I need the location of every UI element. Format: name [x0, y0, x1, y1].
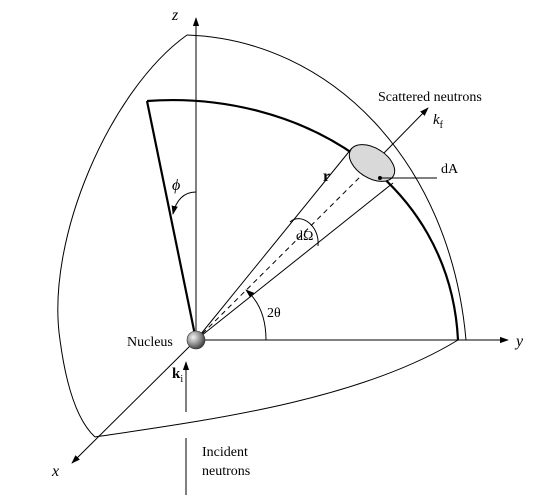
ki-label: ki	[172, 366, 183, 385]
r-label: r	[323, 168, 330, 185]
two-theta-label: 2θ	[267, 306, 281, 321]
phi-arc	[171, 191, 197, 215]
z-axis-label: z	[171, 7, 179, 24]
radius-dashed	[195, 164, 373, 341]
outer-sphere-arc	[186, 34, 467, 341]
plane-arc	[146, 99, 460, 341]
cone-lower	[195, 182, 394, 341]
scattered-neutrons-label: Scattered neutrons	[378, 90, 482, 105]
cone-upper	[195, 147, 353, 341]
incident-label-line1: Incident	[202, 445, 248, 460]
dOmega-arc	[289, 218, 319, 247]
incident-label-line2: neutrons	[202, 464, 250, 479]
bottom-sphere-arc	[94, 339, 459, 438]
dA-dot	[378, 176, 382, 180]
area-element	[348, 144, 396, 182]
kf-label: kf	[433, 112, 444, 131]
phi-label: ϕ	[172, 177, 180, 194]
x-axis	[71, 339, 197, 464]
dA-label: dA	[441, 162, 459, 177]
dOmega-label: dΩ	[296, 229, 313, 244]
outer-sphere-arc-left	[57, 34, 188, 438]
nucleus-sphere	[186, 330, 206, 350]
two-theta-arc	[245, 289, 267, 341]
x-axis-label: x	[51, 463, 59, 480]
nucleus-label: Nucleus	[127, 335, 173, 350]
y-axis-label: y	[514, 333, 524, 350]
plane-edge	[145, 100, 198, 341]
kf-arrow	[383, 107, 429, 154]
